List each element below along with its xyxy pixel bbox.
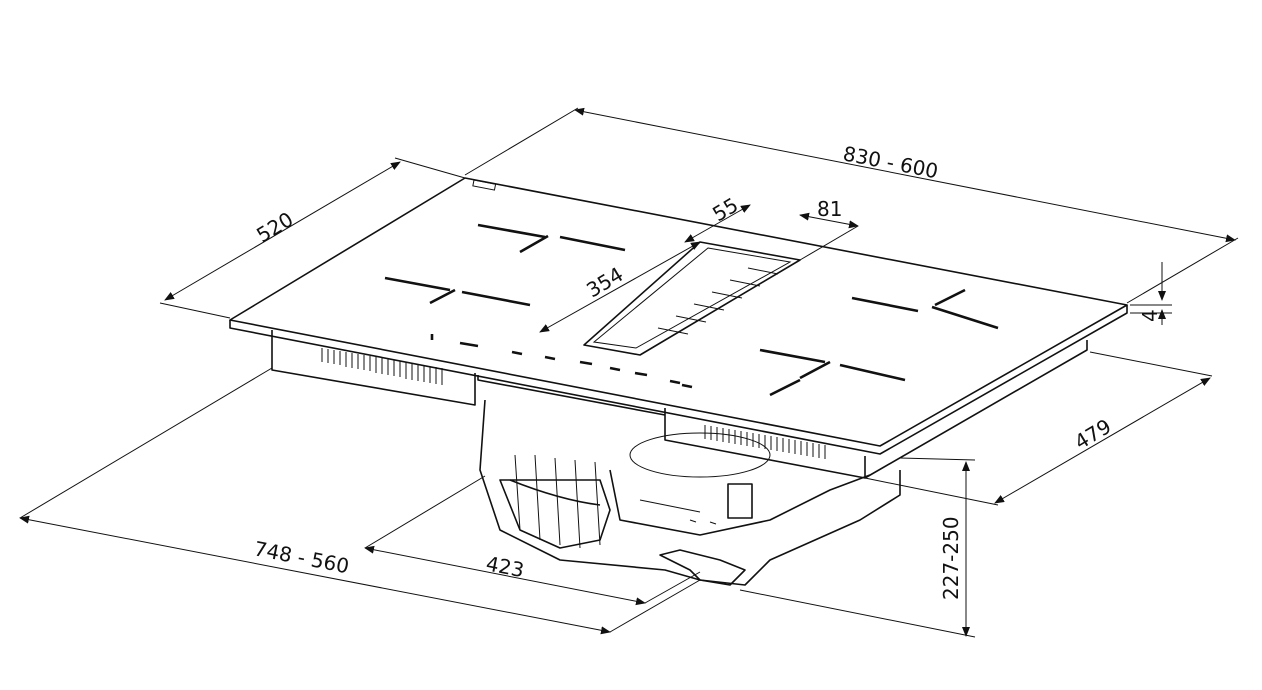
dim-vent-length: 354 — [582, 262, 627, 302]
dim-overall-width: 830 - 600 — [841, 141, 940, 183]
fan-motor-unit — [479, 399, 901, 586]
dimension-lines — [19, 107, 1239, 638]
right-housing — [664, 340, 1088, 479]
dim-glass-thickness: 4 — [1138, 309, 1162, 322]
dim-vent-offset: 81 — [817, 197, 842, 221]
left-housing — [271, 330, 666, 416]
dim-unit-width: 423 — [484, 551, 526, 582]
extraction-vent — [583, 241, 801, 356]
control-panel — [430, 334, 693, 389]
dim-cutout-depth: 479 — [1070, 414, 1115, 454]
dim-installation-height: 227-250 — [939, 516, 963, 600]
dim-vent-width: 55 — [708, 193, 742, 227]
dim-depth: 520 — [252, 207, 297, 247]
